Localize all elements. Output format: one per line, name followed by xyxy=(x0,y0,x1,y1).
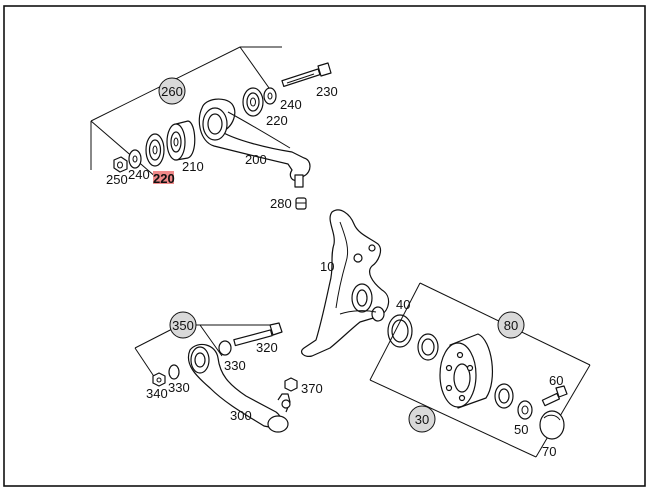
label-40: 40 xyxy=(396,297,410,312)
label-70: 70 xyxy=(542,444,556,459)
part-330-washer-lower[interactable] xyxy=(168,364,180,380)
part-220-bushing-highlighted[interactable] xyxy=(145,133,165,167)
label-250: 250 xyxy=(106,172,128,187)
part-330-washer-top[interactable] xyxy=(218,340,232,356)
svg-text:260: 260 xyxy=(161,84,183,99)
part-240-washer-top[interactable] xyxy=(263,87,277,105)
part-220-bushing-top[interactable] xyxy=(242,87,264,117)
part-250-nut[interactable] xyxy=(113,156,128,173)
part-340-nut[interactable] xyxy=(152,372,166,387)
callout-350[interactable]: 350 xyxy=(169,311,197,339)
label-300: 300 xyxy=(230,408,252,423)
label-330-lower: 330 xyxy=(168,380,190,395)
highlight-marker xyxy=(153,171,174,184)
label-240-top: 240 xyxy=(280,97,302,112)
label-200: 200 xyxy=(245,152,267,167)
label-330-top: 330 xyxy=(224,358,246,373)
label-10: 10 xyxy=(320,259,334,274)
label-50: 50 xyxy=(514,422,528,437)
part-300-lower-arm[interactable] xyxy=(187,343,291,433)
label-320: 320 xyxy=(256,340,278,355)
svg-text:80: 80 xyxy=(504,318,518,333)
part-60-bolt[interactable] xyxy=(541,385,568,407)
part-hub-seal[interactable] xyxy=(494,383,514,409)
label-240-lower: 240 xyxy=(128,167,150,182)
label-370: 370 xyxy=(301,381,323,396)
part-hub[interactable] xyxy=(439,333,493,409)
part-200-upper-arm[interactable] xyxy=(198,98,311,188)
part-70-dust-cap[interactable] xyxy=(539,410,565,440)
label-340: 340 xyxy=(146,386,168,401)
part-30-bearing[interactable] xyxy=(417,333,439,361)
part-230-bolt[interactable] xyxy=(281,62,332,88)
label-210: 210 xyxy=(182,159,204,174)
label-280: 280 xyxy=(270,196,292,211)
callout-260[interactable]: 260 xyxy=(158,77,186,105)
part-50-axle-nut[interactable] xyxy=(517,400,533,420)
part-320-bolt[interactable] xyxy=(233,322,283,347)
part-10-steering-knuckle[interactable] xyxy=(300,209,390,357)
group-260-bracket xyxy=(90,46,282,179)
svg-text:350: 350 xyxy=(172,318,194,333)
callout-30[interactable]: 30 xyxy=(408,405,436,433)
diagram-border xyxy=(3,5,646,487)
group-80-bracket xyxy=(369,282,591,458)
part-280-nut[interactable] xyxy=(295,197,307,210)
label-220-highlighted[interactable]: 220 xyxy=(153,171,175,186)
svg-text:30: 30 xyxy=(415,412,429,427)
part-210-bushing[interactable] xyxy=(166,120,196,161)
part-40-seal-ring[interactable] xyxy=(387,314,413,348)
part-240-washer-lower[interactable] xyxy=(128,149,142,169)
label-220-top: 220 xyxy=(266,113,288,128)
part-370-nut[interactable] xyxy=(284,377,298,392)
label-230: 230 xyxy=(316,84,338,99)
label-60: 60 xyxy=(549,373,563,388)
callout-80[interactable]: 80 xyxy=(497,311,525,339)
